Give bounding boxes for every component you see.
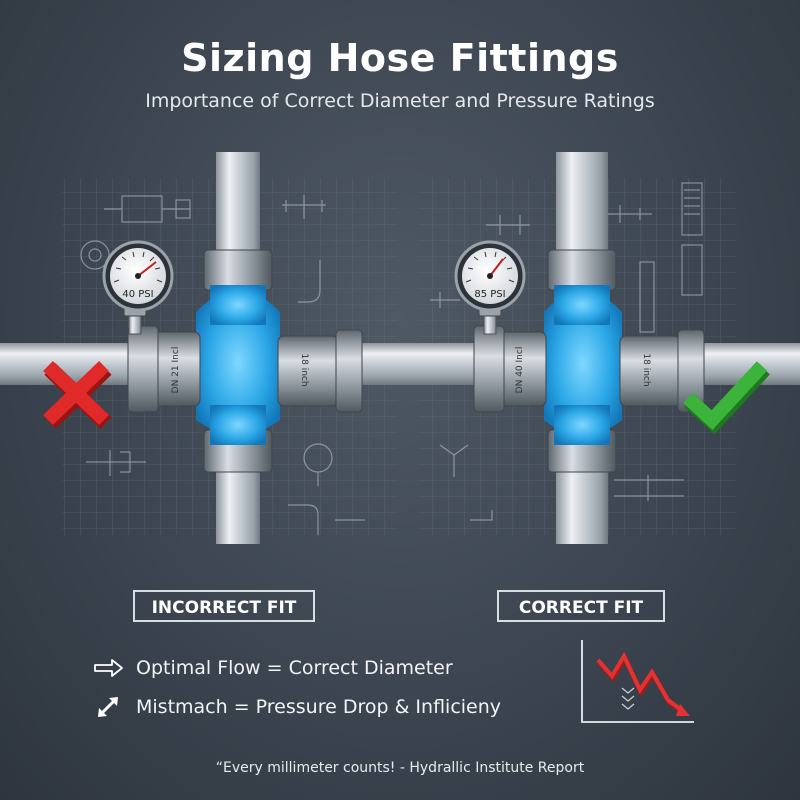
correct-fit-label: CORRECT FIT [497, 590, 665, 622]
water-flow-left [196, 290, 280, 435]
legend-item-mismatch: Mistmach = Pressure Drop & Inflicieny [92, 695, 501, 719]
green-check-icon [683, 361, 770, 435]
incorrect-fit-label: INCORRECT FIT [133, 590, 315, 622]
water-flow-right [544, 291, 622, 436]
red-x-icon [43, 360, 112, 429]
left-fitting-marking-1: DN 21 Incl [171, 347, 181, 394]
legend-text-optimal-flow: Optimal Flow = Correct Diameter [136, 657, 453, 679]
blueprint-sketches [80, 182, 703, 535]
left-fitting-assembly: DN 21 Incl 18 inch 40 PSI [102, 152, 363, 544]
diagonal-double-arrow-icon [92, 695, 126, 719]
right-fitting-marking-1: DN 40 Incl [515, 347, 525, 394]
quote-citation: “Every millimeter counts! - Hydrallic In… [215, 760, 585, 776]
legend-text-mismatch: Mistmach = Pressure Drop & Inflicieny [136, 696, 502, 718]
legend-item-optimal-flow: Optimal Flow = Correct Diameter [92, 656, 453, 680]
page-subtitle: Importance of Correct Diameter and Press… [145, 90, 655, 112]
pressure-drop-chart-icon [581, 640, 694, 723]
right-fitting-assembly: DN 40 Incl 18 inch 85 PSI [454, 152, 705, 544]
right-gauge-reading: 85 PSI [474, 289, 505, 300]
right-arrow-icon [92, 656, 126, 680]
right-fitting-marking-2: 18 inch [641, 353, 651, 386]
left-gauge-reading: 40 PSI [122, 289, 153, 300]
page-title: Sizing Hose Fittings [181, 36, 619, 80]
left-fitting-marking-2: 18 inch [299, 353, 309, 386]
